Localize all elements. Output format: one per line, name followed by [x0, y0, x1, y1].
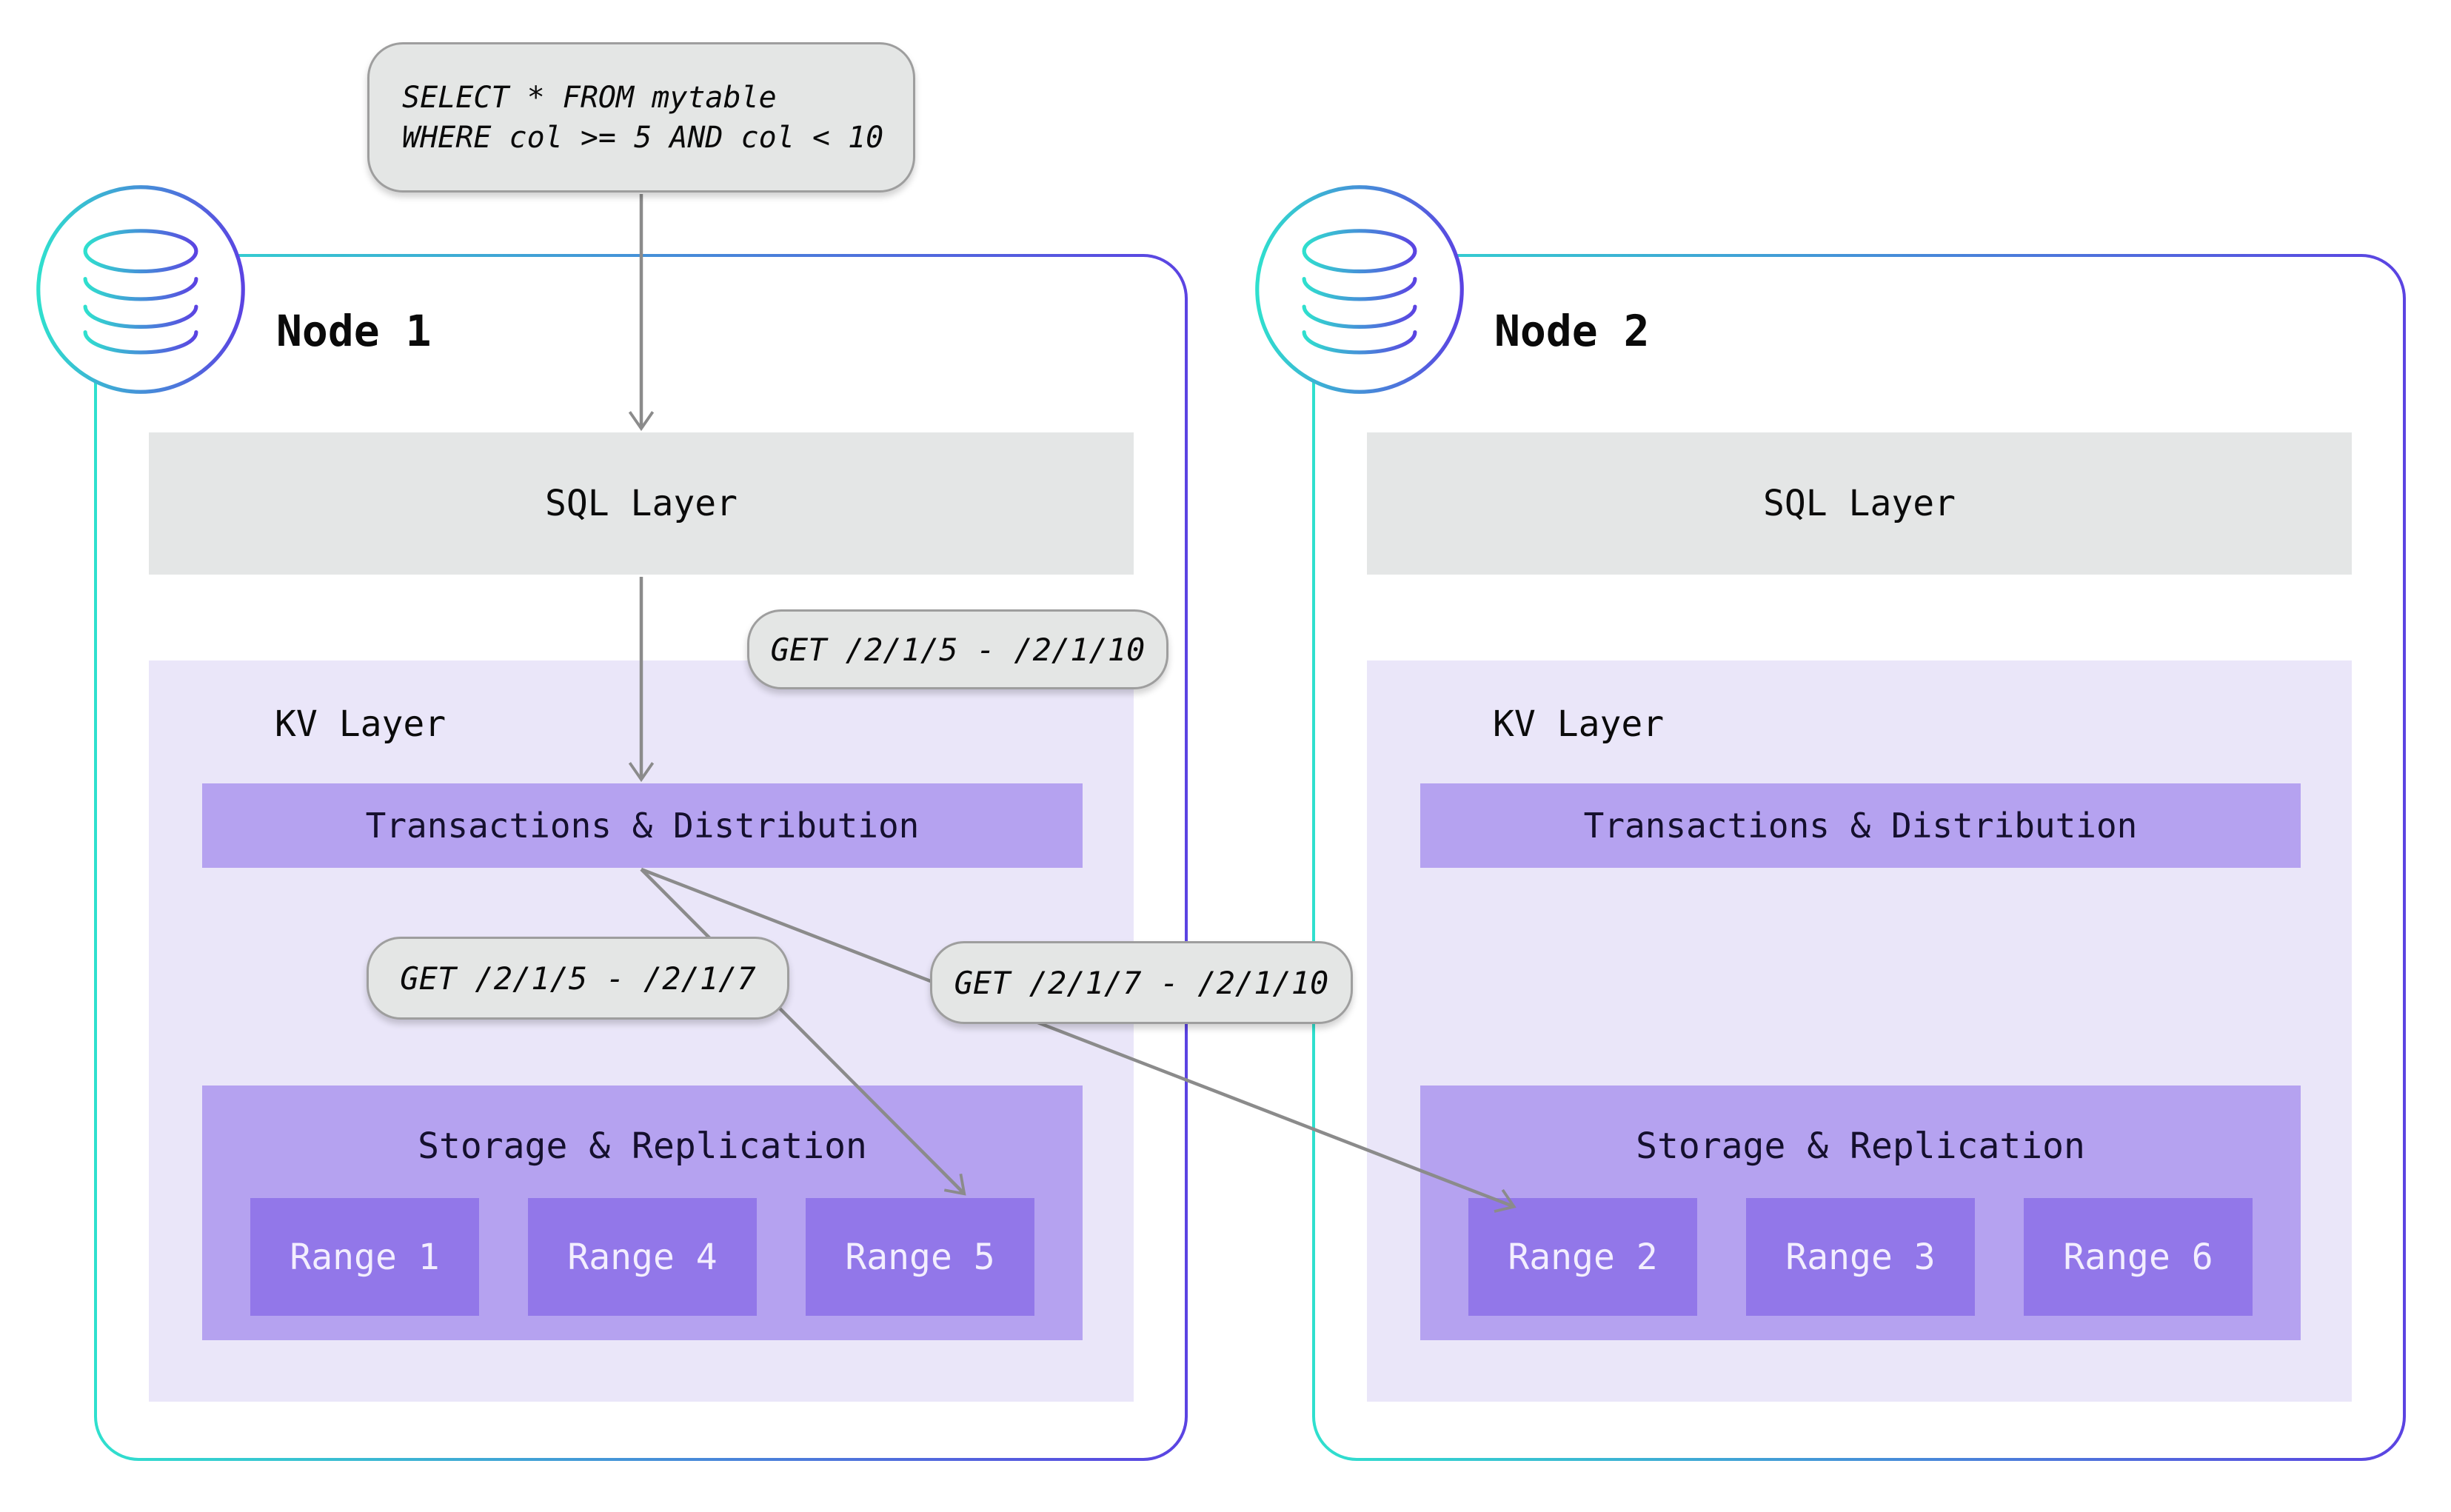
kv-layer-box: KV Layer Transactions & Distribution Sto… — [1367, 660, 2352, 1402]
kv-layer-label: KV Layer — [275, 703, 447, 745]
node-2-badge — [1253, 183, 1466, 396]
storage-replication-box: Storage & Replication Range 1 Range 4 Ra… — [202, 1086, 1083, 1340]
database-icon — [36, 185, 245, 394]
query-line-1: SELECT * FROM mytable — [402, 80, 777, 115]
sql-layer-box: SQL Layer — [1367, 432, 2352, 575]
node-title: Node 1 — [276, 306, 432, 356]
storage-replication-label: Storage & Replication — [1636, 1125, 2085, 1167]
range-2-box: Range 2 — [1468, 1198, 1697, 1316]
kv-layer-label: KV Layer — [1493, 703, 1665, 745]
node-2-panel: Node 2 SQL Layer KV Layer Transactions &… — [1315, 257, 2403, 1458]
storage-replication-label: Storage & Replication — [418, 1125, 867, 1167]
storage-replication-box: Storage & Replication Range 2 Range 3 Ra… — [1420, 1086, 2301, 1340]
get-remote-span-callout: GET /2/1/7 - /2/1/10 — [930, 941, 1353, 1024]
sql-query-callout: SELECT * FROM mytable WHERE col >= 5 AND… — [367, 42, 915, 193]
sql-layer-label: SQL Layer — [1762, 483, 1956, 524]
range-row: Range 1 Range 4 Range 5 — [202, 1198, 1083, 1316]
kv-layer-box: KV Layer Transactions & Distribution Sto… — [149, 660, 1134, 1402]
transactions-distribution-label: Transactions & Distribution — [365, 806, 920, 846]
range-1-box: Range 1 — [250, 1198, 479, 1316]
node-1-badge — [34, 183, 247, 396]
sql-layer-box: SQL Layer — [149, 432, 1134, 575]
get-local-span-callout: GET /2/1/5 - /2/1/7 — [367, 937, 789, 1020]
node-2: Node 2 SQL Layer KV Layer Transactions &… — [1312, 254, 2406, 1461]
node-1: Node 1 SQL Layer KV Layer Transactions &… — [94, 254, 1188, 1461]
node-title: Node 2 — [1494, 306, 1650, 356]
sql-layer-label: SQL Layer — [544, 483, 738, 524]
get-full-span-callout: GET /2/1/5 - /2/1/10 — [747, 609, 1168, 689]
database-icon — [1255, 185, 1464, 394]
node-1-panel: Node 1 SQL Layer KV Layer Transactions &… — [97, 257, 1185, 1458]
range-6-box: Range 6 — [2024, 1198, 2253, 1316]
query-line-2: WHERE col >= 5 AND col < 10 — [402, 120, 884, 155]
transactions-distribution-label: Transactions & Distribution — [1583, 806, 2138, 846]
range-row: Range 2 Range 3 Range 6 — [1420, 1198, 2301, 1316]
range-4-box: Range 4 — [528, 1198, 757, 1316]
transactions-distribution-box: Transactions & Distribution — [1420, 783, 2301, 868]
transactions-distribution-box: Transactions & Distribution — [202, 783, 1083, 868]
range-3-box: Range 3 — [1746, 1198, 1975, 1316]
range-5-box: Range 5 — [806, 1198, 1034, 1316]
